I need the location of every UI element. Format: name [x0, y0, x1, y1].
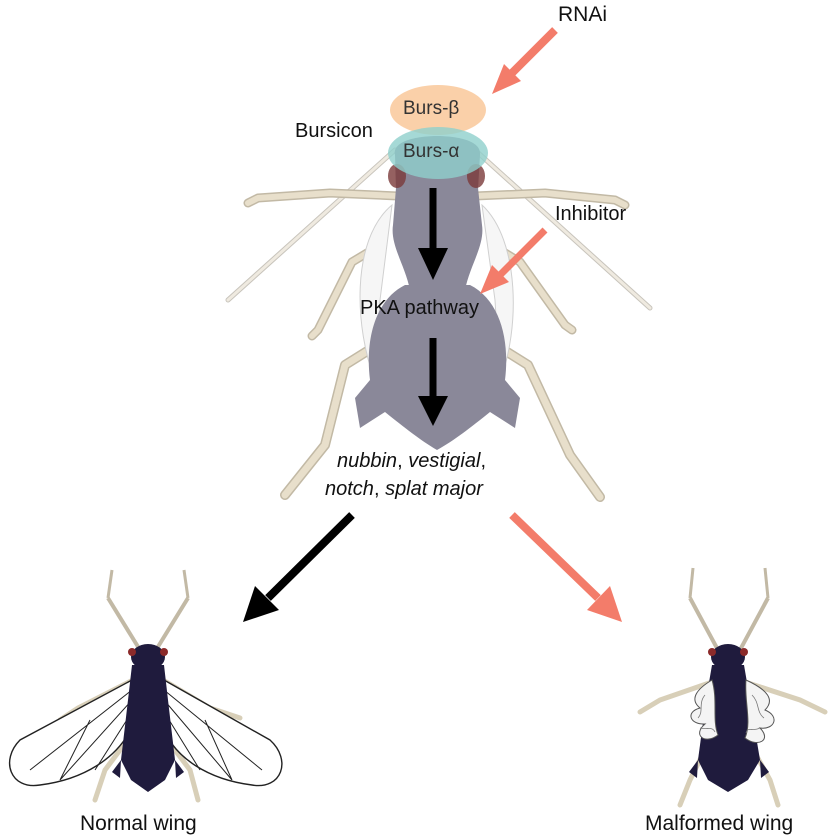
arrow-bursicon-to-pka — [418, 188, 448, 280]
malformed-wing-label: Malformed wing — [645, 812, 794, 835]
rnai-label: RNAi — [558, 3, 608, 26]
burs-alpha-label: Burs-α — [403, 141, 460, 162]
gene-splat-major: splat major — [385, 478, 483, 500]
arrow-to-malformed-wing — [509, 512, 622, 622]
aphid-malformed-wing — [637, 567, 828, 808]
aphid-large — [225, 136, 653, 502]
inhibitor-arrow — [480, 227, 548, 294]
gene-vestigial: vestigial — [408, 450, 481, 472]
bursicon-label: Bursicon — [295, 120, 373, 142]
inhibitor-label: Inhibitor — [555, 203, 627, 225]
target-genes-line-2: notch, splat major — [325, 478, 483, 501]
gene-separator: , — [373, 478, 386, 500]
gene-nubbin: nubbin — [337, 450, 398, 472]
rnai-arrow — [492, 27, 558, 94]
burs-beta-label: Burs-β — [403, 98, 460, 119]
gene-notch: notch — [325, 478, 374, 500]
pka-pathway-label: PKA pathway — [360, 297, 479, 319]
arrow-pka-to-genes — [418, 338, 448, 426]
burs-alpha-ellipse — [388, 127, 488, 179]
aphid-normal-wing — [9, 569, 283, 803]
burs-beta-ellipse — [390, 85, 486, 135]
normal-wing-label: Normal wing — [80, 812, 197, 835]
gene-separator: , — [397, 450, 409, 472]
target-genes-line-1: nubbin, vestigial, — [337, 450, 486, 473]
arrow-to-normal-wing — [243, 512, 355, 622]
gene-separator: , — [480, 450, 487, 472]
